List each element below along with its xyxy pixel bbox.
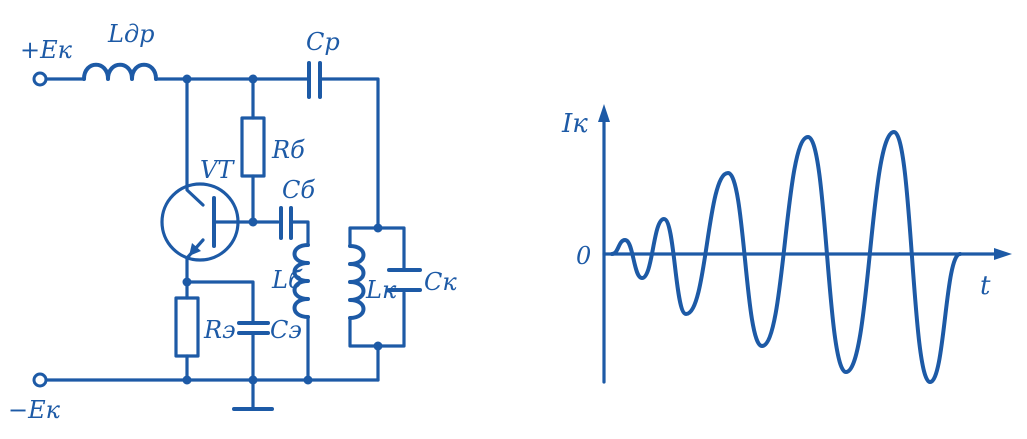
collector-wire [185,77,205,207]
cp-label: Cр [306,28,340,56]
vt-emitter-arrow [189,243,201,256]
origin-label: 0 [576,242,591,270]
rb-resistor [240,116,266,178]
choke-ldr-inductor [82,62,158,81]
junction-dot-gnd-lb [303,375,313,385]
plus-ek-label: +Eк [20,36,73,64]
x-axis-arrowhead [994,248,1012,260]
ce-top-wire [185,280,255,323]
vt-label: VT [200,156,235,184]
lk-label: Lк [365,276,397,304]
minus-ek-terminal [32,372,48,388]
y-axis-arrowhead [598,104,610,122]
cp-to-tank-wire [320,77,380,230]
junction-dot-base [248,217,258,227]
lk-inductor [348,244,366,320]
ce-label: Cэ [270,316,302,344]
y-axis-label: Iк [561,109,588,139]
oscillation-waveform [610,130,962,384]
x-axis-label: t [980,271,991,301]
re-label: Rэ [203,316,236,344]
minus-ek-label: −Eк [8,396,61,424]
collector-current-graph: Iк 0 t [561,104,1012,384]
junction-dot-gnd-re [182,375,192,385]
oscillator-circuit: +Eк −Eк Lдр Cр Rб VT Cб Lб Lк Cк Rэ Cэ [8,20,457,424]
re-resistor [174,296,200,358]
lb-label: Lб [271,266,303,294]
plus-ek-terminal [32,71,48,87]
cb-label: Cб [282,176,315,204]
tank-top-wire [348,226,406,270]
cb-to-lb-wire [290,220,310,247]
ck-label: Cк [424,268,457,296]
rb-label: Rб [271,136,305,164]
lb-inductor [292,243,310,319]
ldr-label: Lдр [107,20,155,48]
